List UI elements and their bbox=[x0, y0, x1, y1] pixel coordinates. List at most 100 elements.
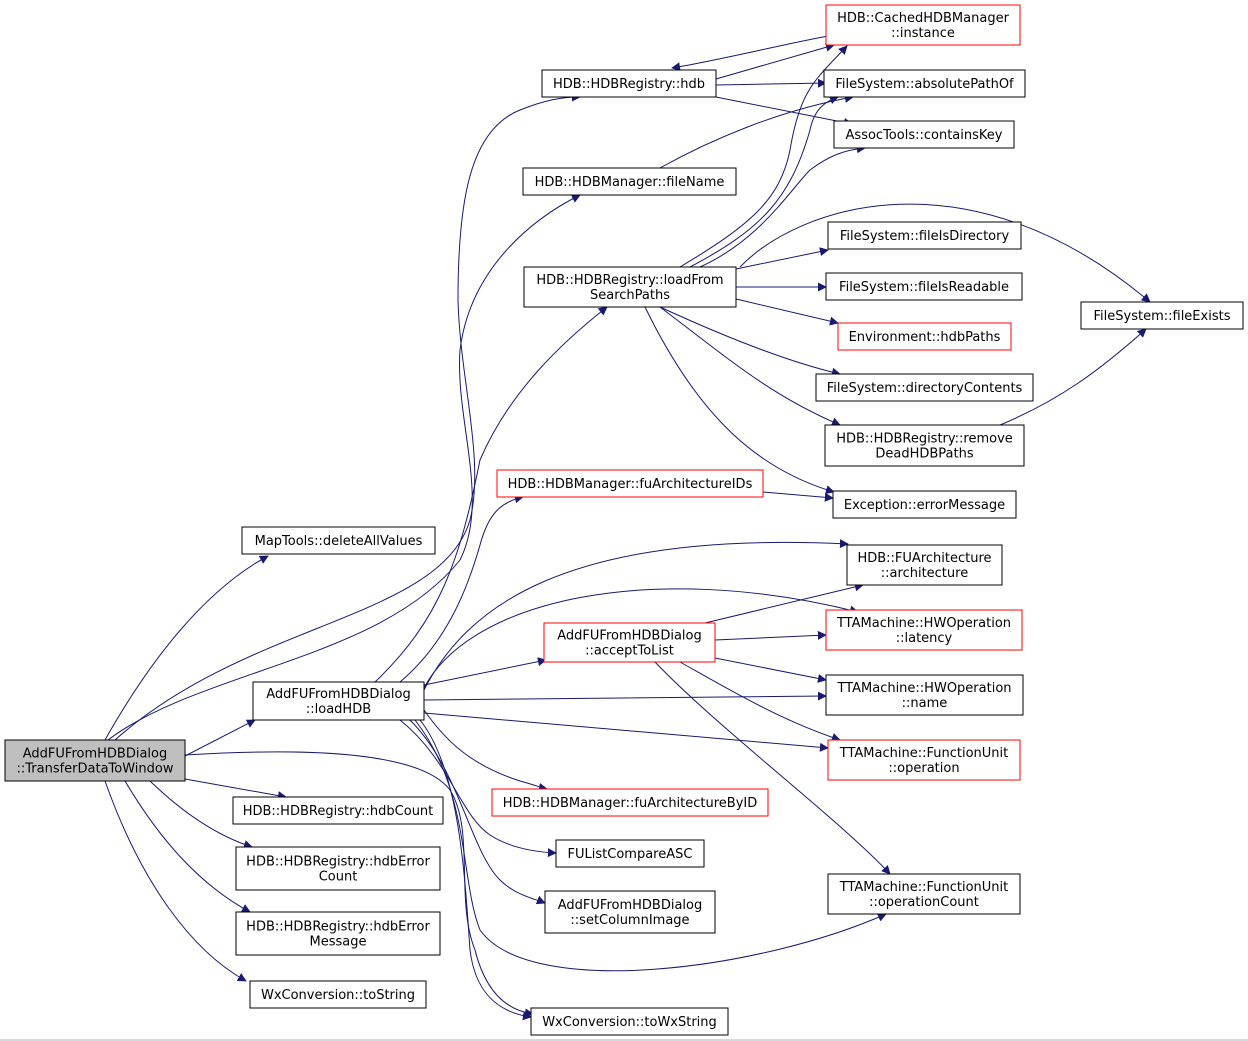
call-edge-line bbox=[423, 539, 849, 691]
node-label: ::TransferDataToWindow bbox=[16, 762, 173, 777]
call-edge-line bbox=[735, 298, 839, 326]
call-edge bbox=[423, 691, 827, 701]
call-edge-line bbox=[409, 719, 546, 905]
call-edge bbox=[715, 96, 853, 127]
call-edge bbox=[671, 35, 829, 72]
node-latency[interactable]: TTAMachine::HWOperation::latency bbox=[825, 609, 1023, 651]
node-label: WxConversion::toWxString bbox=[542, 1015, 717, 1030]
node-loadHDB[interactable]: AddFUFromHDBDialog::loadHDB bbox=[252, 681, 425, 721]
call-edge bbox=[374, 306, 608, 683]
node-hdbCount[interactable]: HDB::HDBRegistry::hdbCount bbox=[232, 796, 444, 825]
call-edge-line bbox=[419, 719, 532, 1021]
node-box bbox=[4, 739, 186, 782]
node-box bbox=[555, 839, 705, 868]
call-edge bbox=[184, 778, 287, 801]
node-box bbox=[523, 266, 737, 308]
node-acceptToList[interactable]: AddFUFromHDBDialog::acceptToList bbox=[543, 622, 716, 663]
node-box bbox=[825, 272, 1023, 301]
node-label: AssocTools::containsKey bbox=[846, 128, 1003, 143]
call-edge bbox=[999, 328, 1147, 426]
node-toWxString[interactable]: WxConversion::toWxString bbox=[530, 1007, 729, 1036]
node-label: ::architecture bbox=[881, 566, 968, 581]
node-isDir[interactable]: FileSystem::fileIsDirectory bbox=[827, 221, 1022, 250]
call-edge-line bbox=[689, 95, 839, 268]
call-edge-line bbox=[423, 712, 829, 752]
call-edge-line bbox=[715, 96, 853, 127]
node-box bbox=[252, 681, 425, 721]
call-edge-line bbox=[423, 709, 548, 792]
call-edge-line bbox=[714, 657, 827, 683]
node-label: HDB::HDBRegistry::hdb bbox=[553, 77, 705, 92]
node-opCount[interactable]: TTAMachine::FunctionUnit::operationCount bbox=[827, 873, 1021, 915]
call-edge-line bbox=[699, 144, 866, 268]
node-label: AddFUFromHDBDialog bbox=[23, 747, 167, 762]
node-label: MapTools::deleteAllValues bbox=[255, 534, 423, 549]
node-label: ::latency bbox=[896, 631, 953, 646]
node-box bbox=[824, 424, 1025, 467]
call-edge bbox=[149, 780, 253, 849]
node-box bbox=[241, 526, 436, 555]
call-edge bbox=[423, 712, 829, 752]
call-edge-line bbox=[679, 45, 848, 268]
node-label: AddFUFromHDBDialog bbox=[266, 687, 410, 702]
node-deleteAll[interactable]: MapTools::deleteAllValues bbox=[241, 526, 436, 555]
node-cachedInst[interactable]: HDB::CachedHDBManager::instance bbox=[825, 4, 1021, 46]
node-box bbox=[825, 609, 1023, 651]
node-box bbox=[827, 739, 1021, 781]
node-fuListCmp[interactable]: FUListCompareASC bbox=[555, 839, 705, 868]
node-fuArch[interactable]: HDB::FUArchitecture::architecture bbox=[846, 544, 1003, 586]
node-absPath[interactable]: FileSystem::absolutePathOf bbox=[823, 69, 1026, 98]
node-box bbox=[846, 544, 1003, 586]
node-label: HDB::HDBManager::fuArchitectureIDs bbox=[508, 477, 753, 492]
call-edge bbox=[659, 306, 841, 426]
call-edge-line bbox=[104, 780, 247, 982]
node-fuArchByID[interactable]: HDB::HDBManager::fuArchitectureByID bbox=[491, 788, 769, 817]
node-dirContents[interactable]: FileSystem::directoryContents bbox=[815, 373, 1034, 402]
call-edge bbox=[714, 630, 827, 641]
node-operation[interactable]: TTAMachine::FunctionUnit::operation bbox=[827, 739, 1021, 781]
node-errMsg[interactable]: Exception::errorMessage bbox=[832, 490, 1017, 519]
node-label: TTAMachine::HWOperation bbox=[836, 681, 1011, 696]
node-box bbox=[825, 674, 1024, 716]
node-setColImg[interactable]: AddFUFromHDBDialog::setColumnImage bbox=[544, 890, 716, 934]
call-edge-line bbox=[124, 780, 251, 913]
node-hdb[interactable]: HDB::HDBRegistry::hdb bbox=[541, 69, 717, 98]
call-edge bbox=[659, 306, 841, 377]
node-label: HDB::HDBManager::fuArchitectureByID bbox=[503, 796, 758, 811]
call-edge bbox=[714, 657, 827, 683]
node-isReadable[interactable]: FileSystem::fileIsReadable bbox=[825, 272, 1023, 301]
node-containsKey[interactable]: AssocTools::containsKey bbox=[833, 120, 1015, 149]
call-edge-line bbox=[644, 306, 835, 495]
node-fuArchIDs[interactable]: HDB::HDBManager::fuArchitectureIDs bbox=[496, 469, 764, 498]
node-label: ::instance bbox=[891, 26, 955, 41]
call-edge-line bbox=[715, 42, 835, 80]
node-label: HDB::HDBRegistry::remove bbox=[836, 432, 1013, 447]
node-label: WxConversion::toString bbox=[261, 988, 415, 1003]
node-label: HDB::FUArchitecture bbox=[857, 551, 991, 566]
node-label: ::loadHDB bbox=[306, 702, 371, 717]
node-box bbox=[543, 622, 716, 663]
call-edge-line bbox=[399, 719, 557, 858]
call-edge-line bbox=[184, 751, 534, 1018]
call-edge-line bbox=[659, 93, 854, 169]
call-edge bbox=[409, 719, 546, 905]
node-label: FileSystem::directoryContents bbox=[827, 381, 1023, 396]
node-label: ::name bbox=[902, 696, 948, 711]
call-edge bbox=[399, 719, 557, 858]
node-hwName[interactable]: TTAMachine::HWOperation::name bbox=[825, 674, 1024, 716]
node-label: Count bbox=[319, 870, 358, 885]
node-label: FUListCompareASC bbox=[568, 847, 693, 862]
node-fileName[interactable]: HDB::HDBManager::fileName bbox=[522, 167, 737, 196]
call-edge bbox=[114, 92, 581, 741]
node-box bbox=[832, 490, 1017, 519]
node-hdbPaths[interactable]: Environment::hdbPaths bbox=[837, 322, 1012, 351]
call-edge bbox=[184, 719, 256, 757]
node-toString[interactable]: WxConversion::toString bbox=[249, 980, 427, 1009]
node-fileExists[interactable]: FileSystem::fileExists bbox=[1080, 301, 1244, 330]
node-label: Exception::errorMessage bbox=[844, 498, 1005, 513]
node-label: TTAMachine::HWOperation bbox=[836, 616, 1011, 631]
